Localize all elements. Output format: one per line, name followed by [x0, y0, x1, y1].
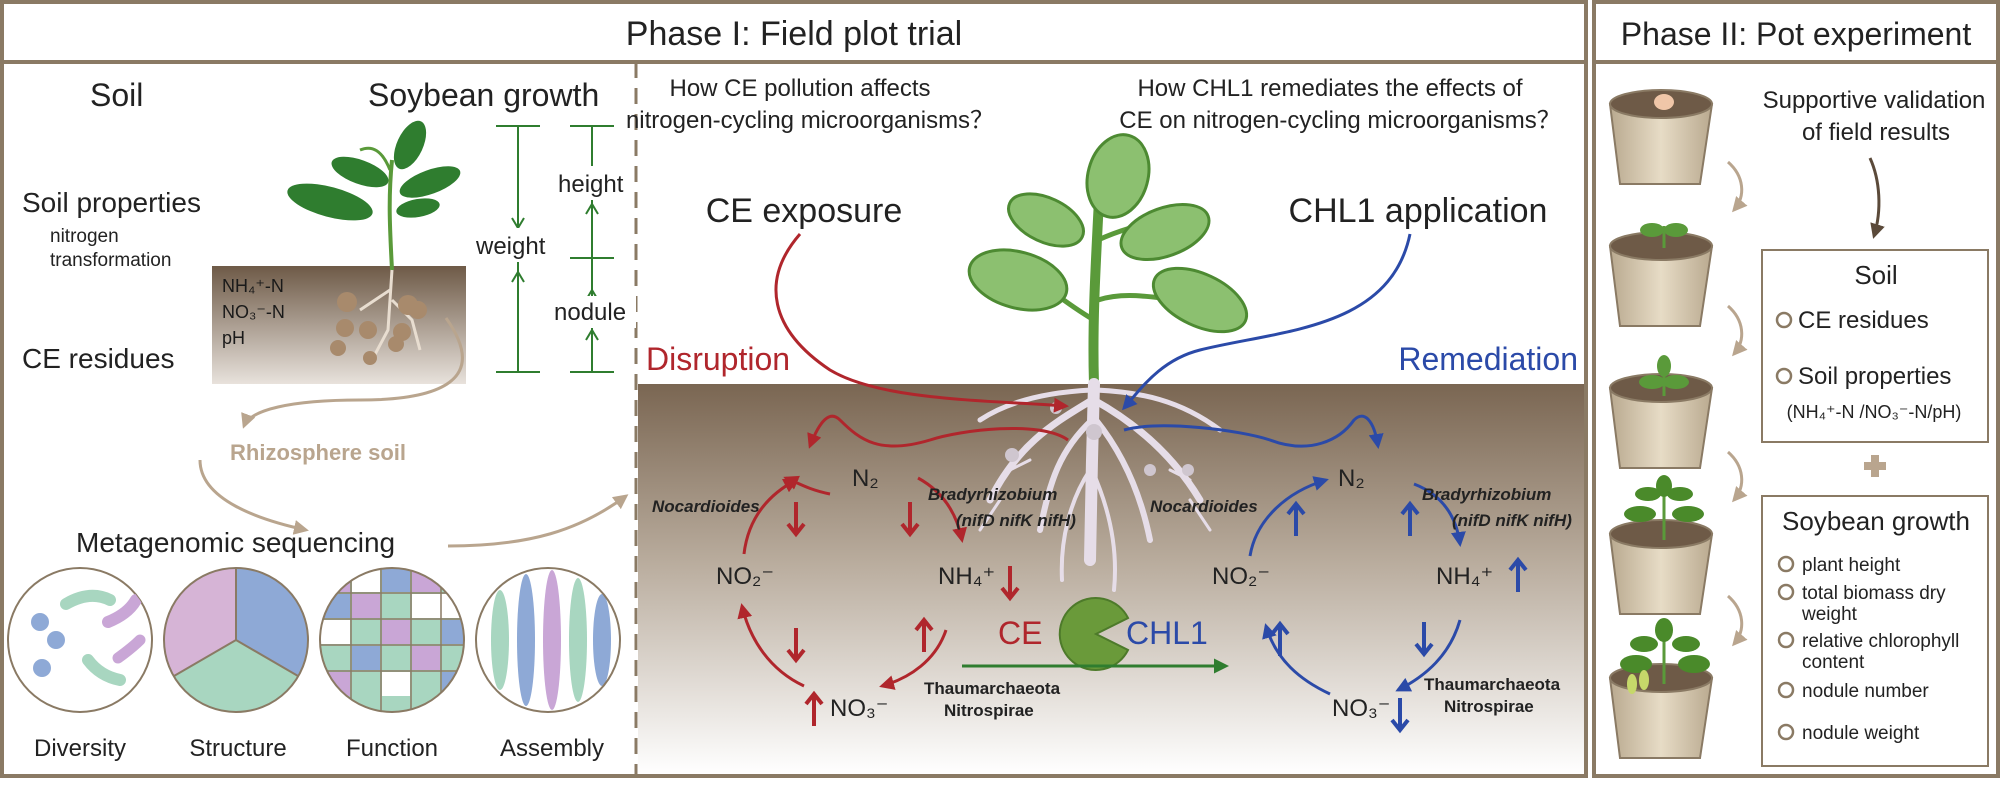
growth-item-biomass-2: weight: [1801, 604, 1858, 625]
question-ce-line1: How CE pollution affects: [669, 75, 930, 102]
rhizosphere-arrow: [241, 317, 464, 429]
circle-label-structure: Structure: [189, 735, 286, 762]
small-soybean-plant-icon: [287, 120, 461, 365]
growth-item-bullet: [1777, 681, 1795, 699]
phase2-title: Phase II: Pot experiment: [1621, 16, 1972, 52]
center-soil: [638, 384, 1584, 774]
growth-item-height: plant height: [1802, 555, 1901, 576]
growth-item-bullet: [1777, 631, 1795, 649]
cycle1-thaum: Thaumarchaeota: [924, 679, 1061, 698]
soil-no3: NO₃⁻-N: [222, 302, 285, 322]
cycle1-nif: (nifD nifK nifH): [956, 511, 1076, 530]
cycle1-no2: NO₂⁻: [716, 563, 774, 590]
cycle2-nh4: NH₄⁺: [1436, 563, 1493, 590]
soil-item-bullet: [1775, 311, 1793, 329]
cycle2-nif: (nifD nifK nifH): [1452, 511, 1572, 530]
cycle2-thaum: Thaumarchaeota: [1424, 675, 1561, 694]
cycle1-no3: NO₃⁻: [830, 695, 888, 722]
growth-item-nodule-weight: nodule weight: [1802, 723, 1920, 744]
soybean-growth-header: Soybean growth: [368, 77, 599, 113]
phase2-frame-inner: [1592, 0, 2000, 778]
cycle1-nitrospirae: Nitrospirae: [944, 701, 1034, 720]
circle-label-diversity: Diversity: [34, 735, 126, 762]
soil-item-sub: (NH₄⁺-N /NO₃⁻-N/pH): [1787, 402, 1962, 422]
to-sequencing-arrow: [198, 459, 309, 535]
cycle1-bradyrhizobium: Bradyrhizobium: [928, 485, 1057, 504]
disruption-down-arrows: [786, 502, 1020, 726]
growth-item-bullet: [1777, 555, 1795, 573]
phase2-soil-title: Soil: [1854, 260, 1897, 290]
nodule-label: nodule: [554, 299, 626, 326]
disruption-label: Disruption: [646, 341, 790, 377]
weight-label: weight: [475, 233, 546, 260]
question-chl1-line2: CE on nitrogen-cycling microorganisms？: [1119, 107, 1561, 134]
phase1-title: Phase I: Field plot trial: [626, 15, 962, 53]
pot-stage-3-icon: [1608, 355, 1714, 469]
cycle2-no3: NO₃⁻: [1332, 695, 1390, 722]
question-ce-line2: nitrogen-cycling microorganisms？: [626, 107, 994, 134]
pot-stage-4-icon: [1608, 475, 1714, 615]
cycle2-no2: NO₂⁻: [1212, 563, 1270, 590]
remediation-label: Remediation: [1398, 341, 1578, 377]
rhizosphere-label: Rhizosphere soil: [230, 440, 406, 465]
validation-line1: Supportive validation: [1763, 87, 1986, 114]
remediation-n-cycle: [1123, 414, 1466, 696]
growth-item-chlorophyll-2: content: [1802, 652, 1865, 673]
growth-item-bullet: [1777, 583, 1795, 601]
transformation-label: transformation: [50, 250, 171, 271]
soil-ph: pH: [222, 328, 245, 348]
large-soybean-plant-icon: [967, 133, 1249, 385]
cycle1-nocardioides: Nocardioides: [652, 497, 760, 516]
phase2-soil-box: [1761, 249, 1989, 443]
remediation-updown-arrows: [1270, 500, 1528, 734]
circle-label-assembly: Assembly: [500, 735, 604, 762]
ce-exposure-label: CE exposure: [706, 192, 903, 230]
pot-stage-2-icon: [1608, 223, 1714, 327]
soil-header: Soil: [90, 77, 143, 113]
phase1-frame: [0, 0, 1588, 778]
ce-exposure-arrow: [774, 233, 1069, 413]
cycle2-nitrospirae: Nitrospirae: [1444, 697, 1534, 716]
validation-line2: of field results: [1802, 119, 1950, 146]
soil-properties-label: Soil properties: [22, 187, 201, 218]
chl1-application-label: CHL1 application: [1289, 192, 1548, 230]
chl1-application-arrow: [1122, 233, 1412, 411]
ce-residues-label: CE residues: [22, 343, 175, 374]
question-chl1-line1: How CHL1 remediates the effects of: [1137, 75, 1522, 102]
disruption-n-cycle: [737, 414, 1069, 690]
growth-item-biomass: total biomass dry: [1802, 583, 1946, 604]
to-center-arrow: [447, 494, 629, 548]
pot-progress-arrows: [1726, 160, 1748, 647]
phase2-growth-box: [1761, 495, 1989, 767]
plus-icon: [1864, 455, 1886, 477]
growth-item-nodule-number: nodule number: [1802, 681, 1929, 702]
assembly-bars-icon: [475, 567, 621, 713]
cycle2-nocardioides: Nocardioides: [1150, 497, 1258, 516]
validation-arrow: [1868, 157, 1885, 239]
root-system-icon: [977, 378, 1223, 592]
function-grid-icon: [319, 567, 465, 713]
soil-item-ce-residues: CE residues: [1798, 307, 1929, 334]
pot-stage-5-icon: [1608, 618, 1714, 759]
soil-item-bullet: [1775, 367, 1793, 385]
cycle1-nh4: NH₄⁺: [938, 563, 995, 590]
nitrogen-label: nitrogen: [50, 226, 119, 247]
growth-item-chlorophyll: relative chlorophyll: [1802, 631, 1959, 652]
phase2-growth-title: Soybean growth: [1782, 506, 1970, 536]
soil-item-properties: Soil properties: [1798, 363, 1951, 390]
pot-stage-1-icon: [1608, 89, 1714, 185]
structure-pie-icon: [163, 567, 309, 713]
growth-item-bullet: [1777, 723, 1795, 741]
cycle2-bradyrhizobium: Bradyrhizobium: [1422, 485, 1551, 504]
chl1-center-label: CHL1: [1126, 615, 1208, 651]
soil-nh4: NH₄⁺-N: [222, 276, 284, 296]
height-label: height: [558, 171, 624, 198]
ce-center-label: CE: [998, 615, 1042, 651]
metagenomic-label: Metagenomic sequencing: [76, 527, 395, 558]
cycle2-n2: N₂: [1338, 465, 1365, 492]
circle-label-function: Function: [346, 735, 438, 762]
diversity-circle-icon: [7, 567, 153, 713]
cycle1-n2: N₂: [852, 465, 879, 492]
